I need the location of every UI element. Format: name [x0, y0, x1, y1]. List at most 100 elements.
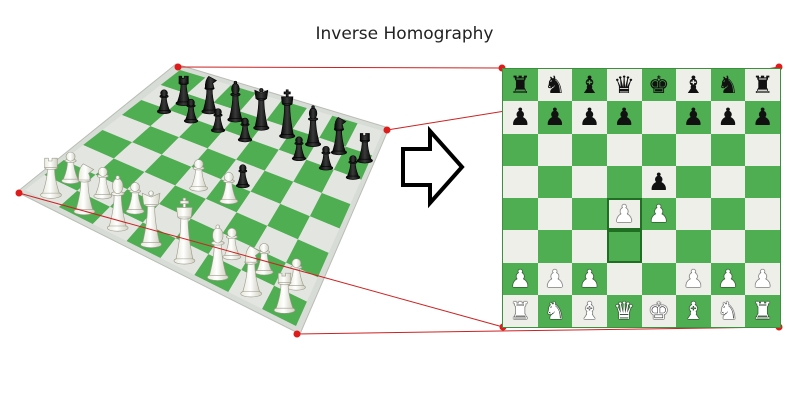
piece-part [112, 178, 124, 194]
black-pawn-piece: ♟ [648, 167, 670, 196]
photo-square [254, 225, 298, 263]
photo-square [222, 212, 268, 248]
piece-part [130, 182, 140, 192]
corner-dot [174, 63, 182, 71]
diagram-title: Inverse Homography [315, 24, 494, 44]
square-a7: ♟ [503, 101, 538, 134]
white-pawn-piece: ♟ [751, 264, 774, 293]
photo-black-bishop [227, 80, 244, 123]
square-d5 [606, 165, 642, 198]
square-b5 [537, 165, 573, 198]
piece-part [214, 108, 222, 116]
photo-square [102, 115, 151, 143]
piece-part [239, 164, 247, 172]
square-g5 [710, 165, 746, 198]
black-pawn-piece: ♟ [717, 103, 739, 132]
square-e2 [641, 262, 677, 295]
piece-part [295, 136, 303, 144]
photo-white-pawn [125, 182, 145, 215]
square-b3 [537, 230, 573, 263]
photo-square [63, 145, 114, 175]
photo-black-pawn [237, 117, 253, 143]
photo-square [144, 154, 192, 186]
photo-white-pawn [287, 258, 306, 291]
square-b4 [537, 198, 573, 231]
photo-white-pawn [93, 167, 113, 200]
corner-dot [293, 330, 301, 338]
photo-white-pawn [189, 159, 208, 192]
piece-part [334, 116, 347, 130]
square-g8: ♞ [710, 69, 746, 102]
square-c2: ♟ [572, 262, 607, 295]
photo-black-pawn [318, 145, 334, 171]
photo-square [121, 100, 169, 127]
black-pawn-piece: ♟ [613, 103, 635, 132]
square-d7: ♟ [606, 101, 642, 134]
white-pawn-piece: ♟ [578, 264, 601, 293]
piece-part [160, 89, 168, 97]
piece-part [178, 75, 189, 84]
corr-line-bottom-right [296, 326, 780, 335]
white-pawn-piece: ♟ [682, 264, 705, 293]
photo-square [286, 239, 329, 278]
square-f3 [676, 230, 711, 263]
white-pawn-piece: ♟ [544, 264, 566, 293]
square-b2: ♟ [537, 262, 573, 295]
square-a6 [503, 133, 538, 166]
square-c5 [572, 165, 607, 198]
white-queen-piece: ♛ [613, 296, 635, 325]
piece-part [245, 245, 262, 263]
photo-square [297, 216, 340, 253]
photo-black-bishop [305, 105, 322, 147]
square-e1: ♚ [641, 294, 677, 327]
photo-square [280, 181, 322, 217]
photo-black-knight [330, 116, 347, 156]
piece-part [308, 107, 318, 120]
piece-part [78, 163, 95, 181]
piece-part [215, 224, 221, 230]
square-a8: ♜ [503, 69, 538, 102]
square-a1: ♜ [503, 294, 538, 327]
corner-dot [15, 189, 23, 197]
photo-square [191, 148, 237, 180]
piece-part [281, 96, 294, 105]
white-rook-piece: ♜ [509, 296, 532, 325]
square-g6 [710, 133, 746, 166]
corner-dot [383, 126, 391, 134]
corner-dots [15, 63, 783, 338]
square-b7: ♟ [537, 101, 573, 134]
square-e5: ♟ [641, 165, 677, 198]
square-d2 [606, 262, 642, 295]
photo-square [127, 172, 176, 204]
black-bishop-piece: ♝ [578, 71, 601, 100]
rectified-board: ♜♞♝♛♚♝♞♜♟♟♟♟♟♟♟♟♟♟♟♟♟♟♟♟♜♞♝♛♚♝♞♜ [502, 68, 781, 328]
square-g4 [710, 198, 746, 231]
photo-white-rook [40, 157, 62, 199]
photo-white-rook [273, 272, 296, 314]
square-d6 [606, 133, 642, 166]
square-g2: ♟ [710, 262, 746, 295]
piece-part [148, 190, 154, 196]
photo-square [309, 193, 351, 229]
photo-square [150, 110, 197, 138]
square-h6 [745, 133, 780, 166]
white-bishop-piece: ♝ [578, 296, 601, 325]
piece-part [115, 175, 120, 180]
piece-part [233, 80, 238, 85]
square-b8: ♞ [537, 69, 573, 102]
white-pawn-piece: ♟ [509, 264, 532, 293]
photo-black-queen [253, 88, 270, 131]
photo-square [95, 158, 145, 190]
square-h3 [745, 230, 780, 263]
square-e6 [641, 133, 677, 166]
photo-white-bishop [106, 175, 129, 232]
photo-black-pawn [183, 98, 199, 124]
piece-part [179, 200, 190, 204]
photo-white-bishop [207, 224, 229, 281]
square-c7: ♟ [572, 101, 607, 134]
square-c4 [572, 198, 607, 231]
photo-square [179, 119, 224, 149]
black-bishop-piece: ♝ [682, 71, 705, 100]
corr-line-bottom-left [18, 192, 504, 328]
piece-part [254, 89, 269, 99]
